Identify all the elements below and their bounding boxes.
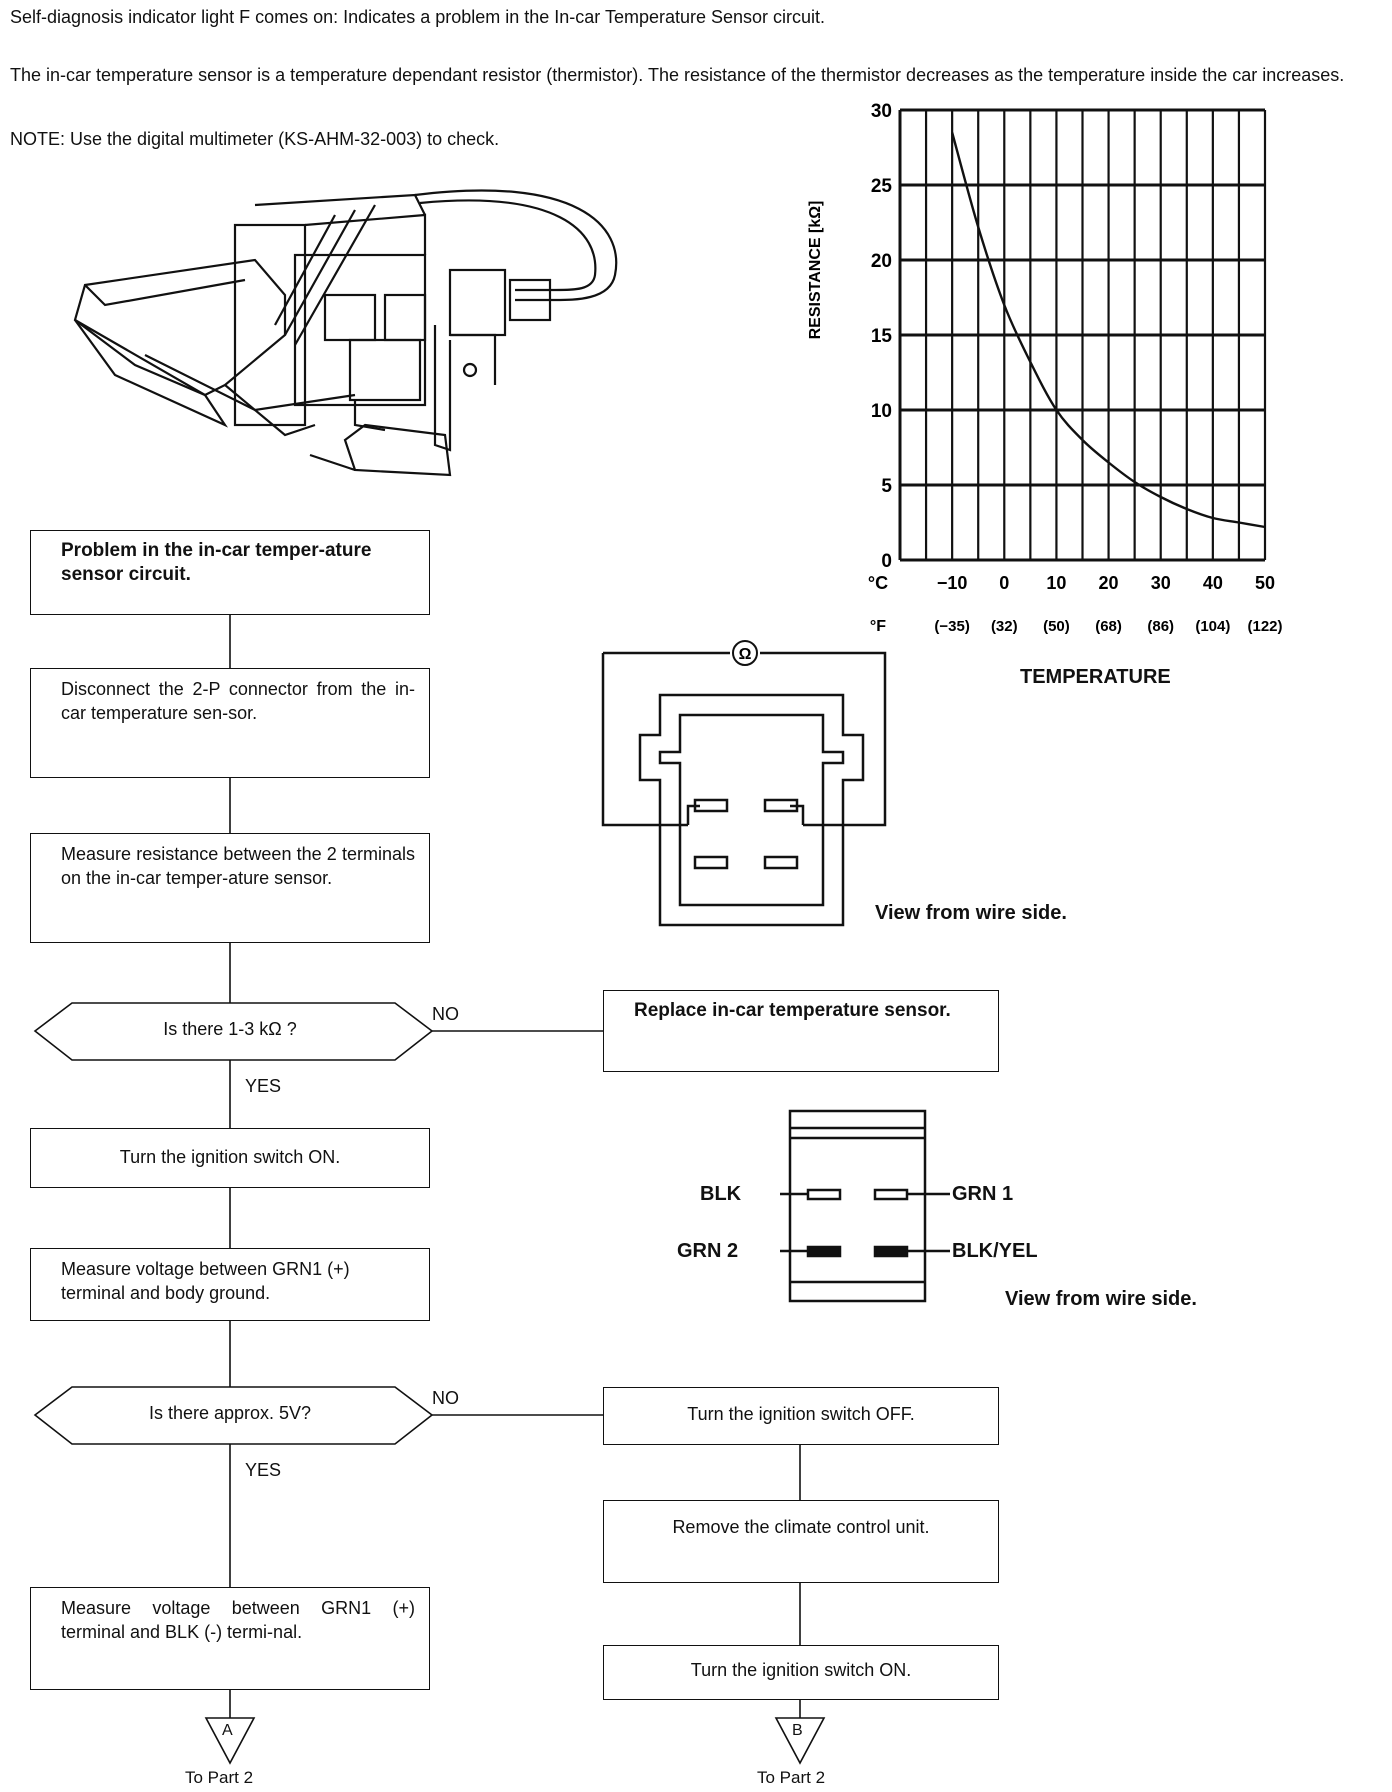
x-row-c-label: °C — [868, 573, 888, 593]
step-ignition-on-2-text: Turn the ignition switch ON. — [690, 1660, 912, 1680]
connector1-drawing: Ω — [601, 640, 887, 927]
x-row-f-label: °F — [870, 618, 886, 635]
decision2-no: NO — [432, 1388, 459, 1408]
wire-blkyel-label: BLK/YEL — [952, 1240, 1038, 1262]
wire-grn2-label: GRN 2 — [677, 1240, 739, 1262]
decision1-no: NO — [432, 1004, 459, 1024]
x-tick-label-f: (32) — [991, 618, 1018, 635]
y-tick-label: 5 — [881, 476, 892, 497]
x-tick-label-c: 20 — [1099, 573, 1119, 593]
connector-a-letter: A — [222, 1722, 233, 1739]
connector-b-caption: To Part 2 — [757, 1768, 826, 1787]
y-tick-label: 10 — [871, 401, 892, 422]
x-tick-label-c: 0 — [999, 573, 1009, 593]
x-tick-label-f: (50) — [1043, 618, 1070, 635]
x-tick-label-f: (104) — [1195, 618, 1230, 635]
decision1-text: Is there 1-3 kΩ ? — [163, 1019, 297, 1039]
decision1-yes: YES — [245, 1076, 282, 1096]
resistance-curve — [950, 132, 1266, 529]
connector-b-letter: B — [792, 1722, 803, 1739]
wire-blk-label: BLK — [700, 1183, 742, 1205]
connector2-caption: View from wire side. — [1005, 1288, 1197, 1310]
y-tick-label: 0 — [881, 551, 892, 572]
y-tick-label: 30 — [871, 101, 892, 122]
step-measure-voltage-blk: Measure voltage between GRN1 (+) termina… — [30, 1587, 430, 1690]
x-tick-label-c: 30 — [1151, 573, 1171, 593]
y-tick-label: 15 — [871, 326, 893, 347]
decision2-text: Is there approx. 5V? — [148, 1403, 312, 1423]
step-start-text: Problem in the in-car temper-ature senso… — [61, 540, 372, 585]
step-ignition-on: Turn the ignition switch ON. — [30, 1128, 430, 1188]
sensor-illustration — [73, 189, 618, 477]
header-line1: Self-diagnosis indicator light F comes o… — [10, 7, 826, 27]
step-replace-sensor-text: Replace in-car temperature sensor. — [634, 1000, 951, 1021]
step-ignition-on-text: Turn the ignition switch ON. — [119, 1147, 341, 1167]
y-axis-label: RESISTANCE [kΩ] — [807, 201, 824, 340]
x-tick-label-f: (122) — [1247, 618, 1282, 635]
y-tick-label: 20 — [871, 251, 892, 272]
x-tick-label-f: (86) — [1147, 618, 1174, 635]
step-remove-unit: Remove the climate control unit. — [603, 1500, 999, 1583]
decision2-yes: YES — [245, 1460, 282, 1480]
step-ignition-on-2: Turn the ignition switch ON. — [603, 1645, 999, 1700]
x-tick-label-c: 50 — [1255, 573, 1275, 593]
step-remove-unit-text: Remove the climate control unit. — [672, 1517, 930, 1537]
x-tick-label-f: (−35) — [934, 618, 969, 635]
step-measure-voltage-blk-text: Measure voltage between GRN1 (+) termina… — [61, 1598, 415, 1642]
note-text: NOTE: Use the digital multimeter (KS-AHM… — [10, 129, 500, 149]
chart-grid — [898, 108, 1267, 562]
step-disconnect: Disconnect the 2-P connector from the in… — [30, 668, 430, 778]
x-tick-label-c: 40 — [1203, 573, 1223, 593]
step-measure-resistance-text: Measure resistance between the 2 termina… — [61, 844, 415, 888]
step-measure-voltage-ground-text: Measure voltage between GRN1 (+) termina… — [61, 1259, 350, 1303]
ohm-meter-icon — [732, 640, 758, 666]
step-measure-resistance: Measure resistance between the 2 termina… — [30, 833, 430, 943]
y-tick-label: 25 — [871, 176, 893, 197]
step-disconnect-text: Disconnect the 2-P connector from the in… — [61, 679, 415, 723]
wire-grn1-label: GRN 1 — [952, 1183, 1014, 1205]
step-start: Problem in the in-car temper-ature senso… — [30, 530, 430, 615]
header-line2: The in-car temperature sensor is a tempe… — [10, 65, 1345, 85]
step-replace-sensor: Replace in-car temperature sensor. — [603, 990, 999, 1072]
x-tick-label-c: 10 — [1046, 573, 1066, 593]
ohm-symbol: Ω — [739, 646, 752, 663]
step-ignition-off-text: Turn the ignition switch OFF. — [687, 1404, 915, 1424]
x-tick-label-c: −10 — [937, 573, 968, 593]
connector2-drawing — [780, 1109, 950, 1303]
connector-a-caption: To Part 2 — [185, 1768, 254, 1787]
step-measure-voltage-ground: Measure voltage between GRN1 (+) termina… — [30, 1248, 430, 1321]
x-axis-label: TEMPERATURE — [1020, 666, 1171, 688]
step-ignition-off: Turn the ignition switch OFF. — [603, 1387, 999, 1445]
connector1-caption: View from wire side. — [875, 902, 1067, 924]
x-tick-label-f: (68) — [1095, 618, 1122, 635]
